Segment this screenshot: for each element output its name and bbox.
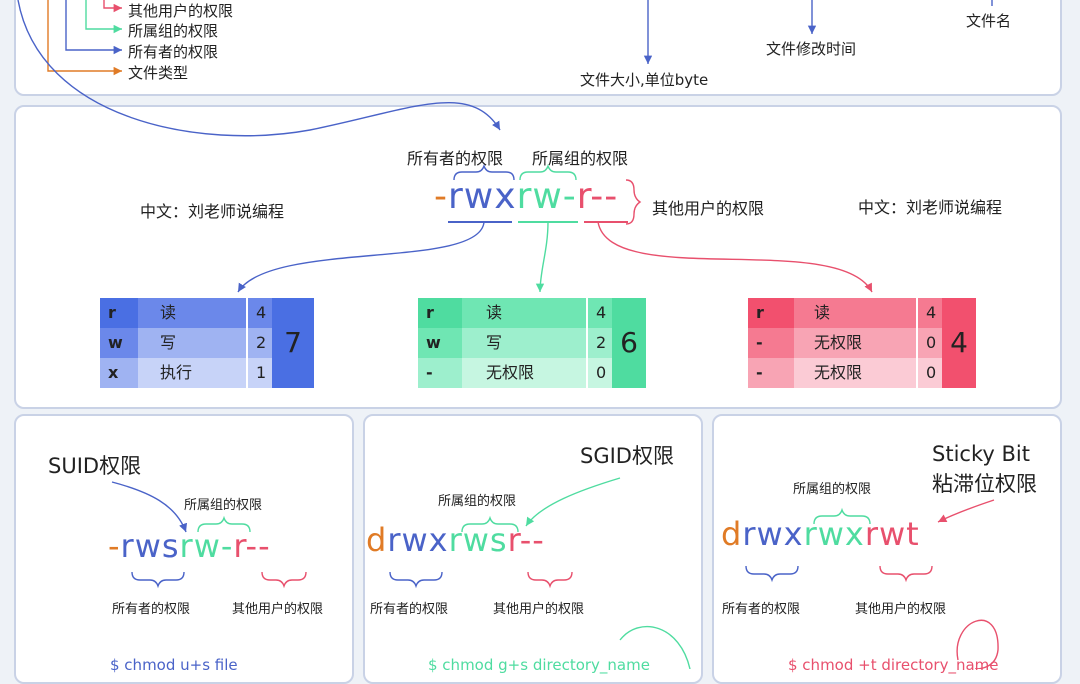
- perm-total: 6: [612, 298, 646, 388]
- perm-total: 4: [942, 298, 976, 388]
- perm-char: -: [748, 358, 794, 388]
- sticky-other-label: 其他用户的权限: [855, 602, 947, 617]
- perm-value: 2: [246, 328, 272, 358]
- suid-command: $ chmod u+s file: [110, 656, 238, 674]
- watermark-right: 中文：刘老师说编程: [858, 198, 1003, 217]
- suid-group-label: 所属组的权限: [184, 498, 263, 513]
- sgid-group: rws: [448, 521, 508, 559]
- perm-char: w: [418, 328, 462, 358]
- perm-value: 4: [916, 298, 942, 328]
- perm-owner: rwx: [448, 176, 517, 217]
- perm-total: 7: [272, 298, 314, 388]
- suid-owner: rws: [120, 527, 180, 565]
- filename-label: 文件名: [966, 12, 1012, 30]
- sticky-title-cn: 粘滞位权限: [932, 472, 1037, 496]
- sticky-owner: rwx: [742, 515, 804, 553]
- sticky-command: $ chmod +t directory_name: [788, 656, 999, 674]
- suid-other-label: 其他用户的权限: [232, 602, 324, 617]
- sgid-command: $ chmod g+s directory_name: [428, 656, 650, 674]
- perm-dash: -: [434, 176, 448, 217]
- perm-desc: 写: [138, 328, 246, 358]
- perm-char: r: [100, 298, 138, 328]
- legend-group: 所属组的权限: [128, 22, 219, 40]
- perm-desc: 无权限: [794, 328, 916, 358]
- perm-other: r--: [576, 176, 619, 217]
- suid-title: SUID权限: [48, 454, 142, 478]
- sgid-other: r--: [507, 521, 545, 559]
- perm-desc: 无权限: [462, 358, 586, 388]
- group-perm-label: 所属组的权限: [532, 149, 629, 168]
- sgid-title: SGID权限: [580, 444, 674, 468]
- perm-desc: 无权限: [794, 358, 916, 388]
- owner-perm-label: 所有者的权限: [407, 149, 504, 168]
- sgid-other-label: 其他用户的权限: [493, 602, 585, 617]
- sgid-type: d: [366, 521, 388, 559]
- perm-char: -: [418, 358, 462, 388]
- suid-perm-string: -rwsrw-r--: [108, 527, 271, 565]
- perm-value: 1: [246, 358, 272, 388]
- suid-type: -: [108, 527, 121, 565]
- file-size-label: 文件大小,单位byte: [580, 71, 709, 89]
- sticky-other: rwt: [864, 515, 920, 553]
- suid-other: r--: [233, 527, 271, 565]
- mtime-label: 文件修改时间: [766, 40, 857, 58]
- perm-group: rw-: [516, 176, 577, 217]
- sgid-group-label: 所属组的权限: [438, 494, 517, 509]
- perm-value: 4: [246, 298, 272, 328]
- perm-desc: 读: [794, 298, 916, 328]
- sgid-owner-label: 所有者的权限: [370, 602, 449, 617]
- perm-value: 0: [916, 358, 942, 388]
- perm-char: x: [100, 358, 138, 388]
- perm-value: 2: [586, 328, 612, 358]
- perm-value: 0: [586, 358, 612, 388]
- sgid-perm-string: drwxrwsr--: [366, 521, 545, 559]
- perm-char: w: [100, 328, 138, 358]
- perm-char: r: [418, 298, 462, 328]
- perm-value: 4: [586, 298, 612, 328]
- perm-desc: 写: [462, 328, 586, 358]
- sticky-type: d: [721, 515, 743, 553]
- legend-owner: 所有者的权限: [128, 43, 219, 61]
- legend-other-users: 其他用户的权限: [128, 2, 234, 20]
- perm-desc: 读: [462, 298, 586, 328]
- watermark-left: 中文：刘老师说编程: [140, 202, 285, 221]
- sticky-perm-string: drwxrwxrwt: [721, 515, 920, 553]
- other-perm-label: 其他用户的权限: [652, 199, 765, 218]
- sticky-title: Sticky Bit: [932, 442, 1030, 466]
- sticky-owner-label: 所有者的权限: [722, 602, 801, 617]
- sticky-group: rwx: [803, 515, 865, 553]
- suid-group: rw-: [179, 527, 234, 565]
- perm-char: r: [748, 298, 794, 328]
- perm-char: -: [748, 328, 794, 358]
- perm-string: -rwxrw-r--: [434, 176, 618, 217]
- sgid-owner: rwx: [387, 521, 449, 559]
- perm-desc: 执行: [138, 358, 246, 388]
- sticky-group-label: 所属组的权限: [793, 482, 872, 497]
- suid-owner-label: 所有者的权限: [112, 602, 191, 617]
- perm-desc: 读: [138, 298, 246, 328]
- perm-value: 0: [916, 328, 942, 358]
- legend-file-type: 文件类型: [128, 64, 189, 82]
